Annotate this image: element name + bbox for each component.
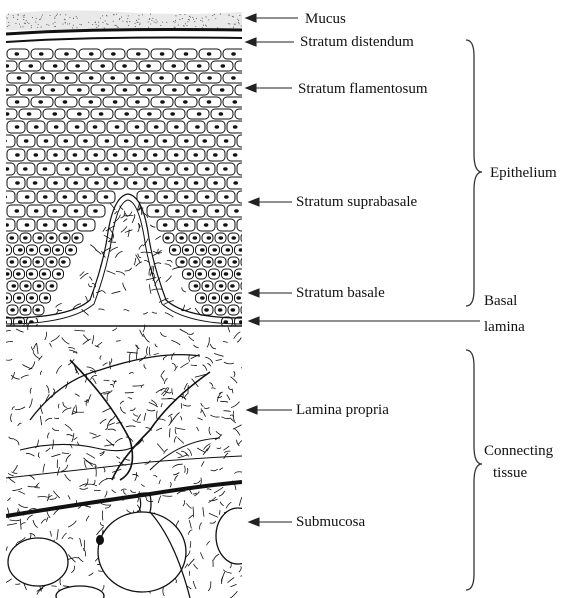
arrow-submucosa [249, 518, 292, 526]
arrow-stratum-suprabasale [249, 198, 292, 206]
arrow-mucus [246, 14, 298, 22]
arrow-stratum-basale [249, 289, 292, 297]
arrow-stratum-distendum [246, 38, 294, 46]
arrow-stratum-filamentosum [246, 84, 292, 92]
label-stratum-basale: Stratum basale [296, 285, 385, 301]
label-connecting-tissue-line1: Connecting [484, 443, 554, 459]
label-basal-lamina-line1: Basal [484, 293, 517, 309]
label-submucosa: Submucosa [296, 514, 366, 530]
tissue-illustration [0, 10, 260, 598]
label-connecting-tissue-line2: tissue [493, 465, 528, 481]
connecting-tissue-brace [466, 350, 482, 590]
label-stratum-distendum: Stratum distendum [300, 34, 414, 50]
label-basal-lamina-line2: lamina [484, 319, 525, 335]
label-stratum-filamentosum: Stratum flamentosum [298, 81, 428, 97]
label-mucus: Mucus [305, 11, 346, 27]
label-stratum-suprabasale: Stratum suprabasale [296, 194, 418, 210]
arrow-basal-lamina [249, 317, 480, 325]
label-epithelium: Epithelium [490, 165, 557, 181]
label-lamina-propria: Lamina propria [296, 402, 389, 418]
arrow-lamina-propria [247, 406, 292, 414]
epithelium-brace [466, 40, 482, 306]
